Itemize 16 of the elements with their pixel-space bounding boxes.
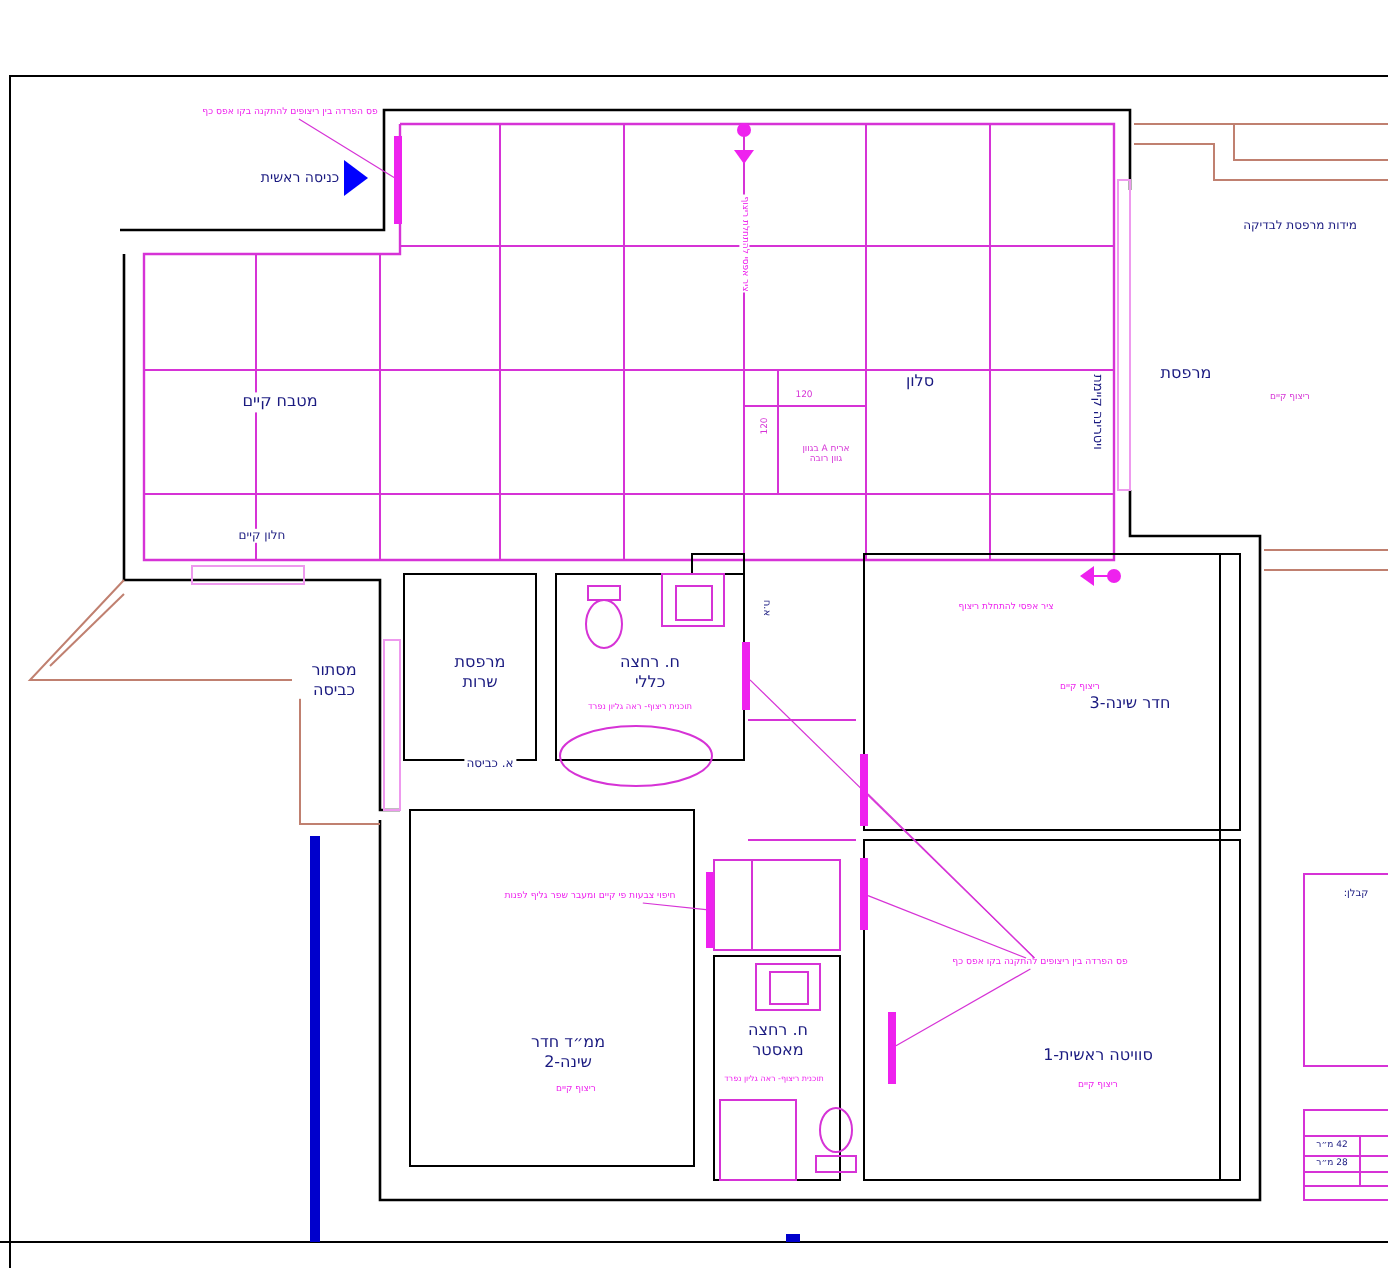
- room-name: חדר שינה-3: [1087, 694, 1173, 714]
- door-strip: [860, 858, 868, 930]
- leader-line: [867, 793, 1035, 959]
- door-strip: [860, 754, 868, 826]
- door-strip: [394, 136, 402, 224]
- room-name: מטבח קיים: [238, 392, 322, 412]
- leader-line: [298, 118, 395, 179]
- leader-line: [867, 895, 1027, 959]
- room-name: סוויטה ראשית-1: [1041, 1046, 1155, 1066]
- leader-line: [642, 902, 707, 911]
- door-strip: [706, 872, 714, 948]
- door-strip: [888, 1012, 896, 1084]
- room-name: סלון: [903, 372, 937, 392]
- door-strip: [742, 642, 750, 710]
- leader-line: [895, 968, 1031, 1047]
- room-name: מרפסת: [1158, 364, 1214, 384]
